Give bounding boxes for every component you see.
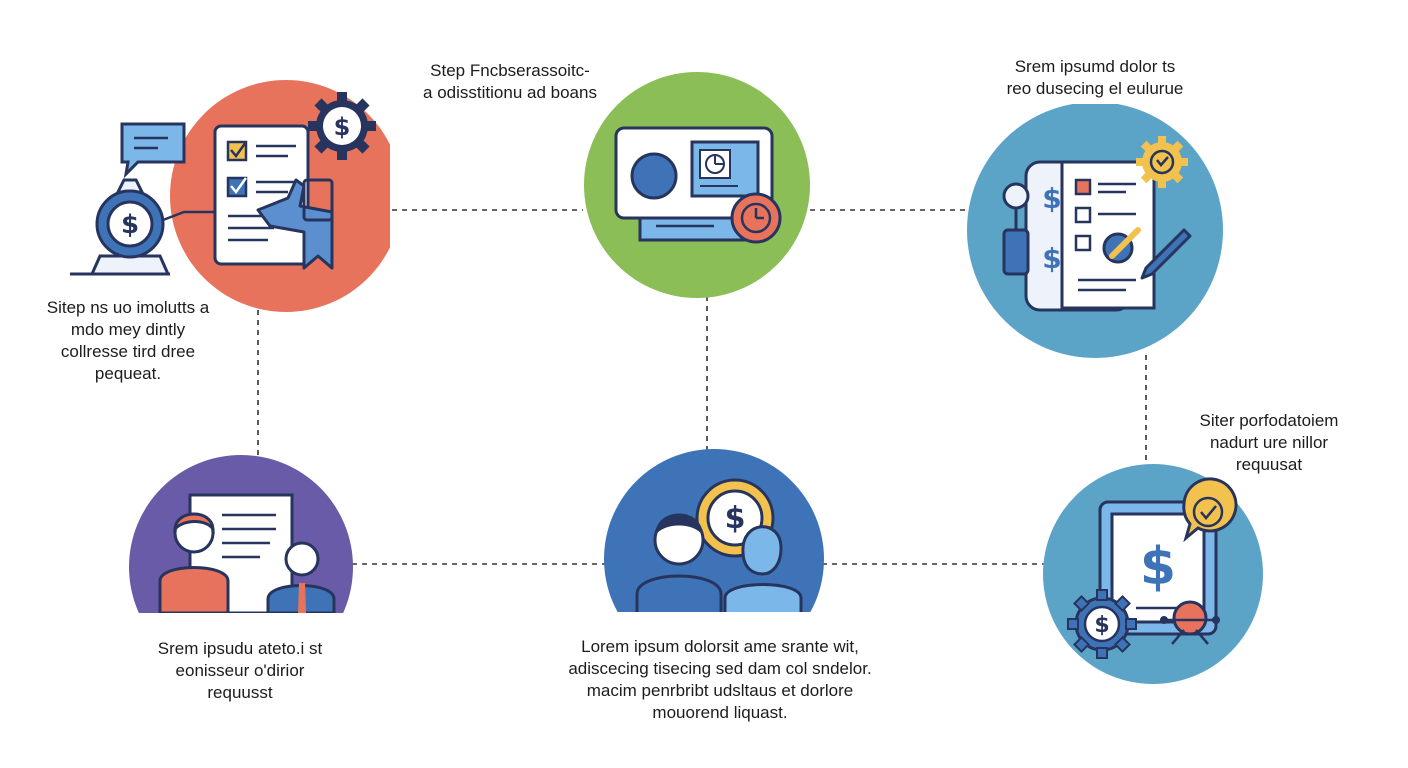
step-3-caption: Srem ipsumd dolor ts reo dusecing el eul… (990, 56, 1200, 100)
step-1-node: $ (60, 80, 390, 320)
step-6-node: $ $ (1040, 462, 1266, 688)
presentation-board-clock-icon (584, 72, 810, 298)
svg-text:$: $ (1042, 182, 1061, 215)
step-4-node (128, 455, 354, 615)
svg-text:$: $ (1042, 242, 1061, 275)
step-4-caption: Srem ipsudu ateto.i st eonisseur o'dirio… (140, 638, 340, 704)
checklist-document-pen-icon: $ $ (967, 104, 1223, 358)
step-1-caption-line: collresse tird dree (60, 342, 196, 361)
step-6-caption-line: Siter porfodatoiem (1199, 411, 1339, 430)
step-1-caption-line: pequeat. (94, 364, 162, 383)
step-5-caption-line: macim penrbribt udsltaus et dorlore (586, 681, 854, 700)
step-5-caption: Lorem ipsum dolorsit ame srante wit, adi… (530, 636, 910, 724)
step-1-caption: Sitep ns uo imolutts a mdo mey dintly co… (18, 297, 238, 385)
step-6-caption: Siter porfodatoiem nadurt ure nillor req… (1176, 410, 1362, 476)
step-2-caption: Step Fncbserassoitc- a odisstitionu ad b… (410, 60, 610, 104)
approval-monitor-gear-icon: $ $ (1043, 464, 1263, 684)
step-3-caption-line: reo dusecing el eulurue (1006, 79, 1184, 98)
svg-text:$: $ (725, 501, 746, 536)
step-6-caption-line: nadurt ure nillor (1209, 433, 1329, 452)
svg-text:$: $ (1094, 613, 1109, 638)
advisors-coin-icon: $ (604, 449, 824, 612)
svg-text:$: $ (121, 210, 139, 240)
step-5-caption-line: Lorem ipsum dolorsit ame srante wit, (581, 637, 859, 656)
step-5-caption-line: adiscecing tisecing sed dam col sndelor. (568, 659, 872, 678)
step-4-caption-line: eonisseur o'dirior (175, 661, 305, 680)
loan-application-form-icon: $ (70, 80, 390, 312)
svg-text:$: $ (1140, 537, 1176, 597)
step-2-node (582, 70, 812, 300)
step-3-caption-line: Srem ipsumd dolor ts (1014, 57, 1176, 76)
step-5-node: $ (603, 448, 825, 614)
step-1-caption-line: mdo mey dintly (70, 320, 186, 339)
step-4-caption-line: Srem ipsudu ateto.i st (157, 639, 323, 658)
step-6-caption-line: requusat (1235, 455, 1303, 474)
svg-text:$: $ (334, 113, 351, 141)
step-2-caption-line: a odisstitionu ad boans (423, 83, 597, 102)
step-1-caption-line: Sitep ns uo imolutts a (46, 298, 210, 317)
step-5-caption-line: mouorend liquast. (652, 703, 788, 722)
step-3-node: $ $ (966, 104, 1226, 364)
step-4-caption-line: requusst (207, 683, 273, 702)
step-2-caption-line: Step Fncbserassoitc- (430, 61, 590, 80)
meeting-people-document-icon (129, 455, 353, 613)
